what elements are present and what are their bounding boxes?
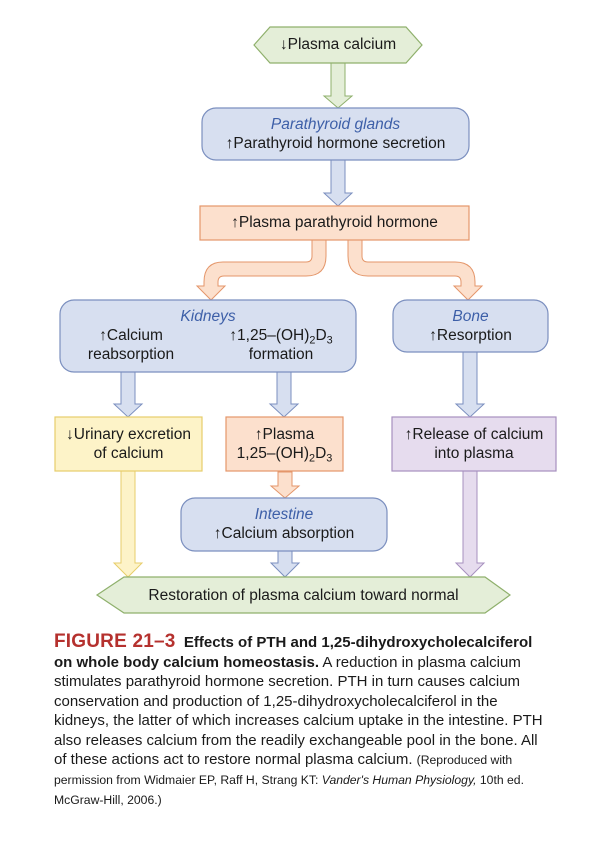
arrow-calcium-to-parathyroid [322,61,354,109]
parathyroid-secretion-text: ↑Parathyroid hormone secretion [225,135,446,152]
node-plasma-calcium: ↓Plasma calcium [254,35,422,54]
figure-caption: FIGURE 21–3 Effects of PTH and 1,25-dihy… [54,632,554,810]
node-intestine-shape [180,497,388,552]
arrow-pth-to-kidneys [195,239,327,301]
node-bone-shape [392,299,549,353]
arrow-release-to-restoration [454,470,486,578]
node-kidneys-organ: Kidneys [60,307,356,326]
organ-parathyroid-glands: Parathyroid glands [270,116,401,133]
node-plasma-d3-shape [225,416,344,472]
node-parathyroid-shape [201,107,470,161]
organ-kidneys: Kidneys [180,308,236,325]
arrow-bone-to-release [454,351,486,418]
intestine-absorption-text: ↑Calcium absorption [213,525,355,542]
figure-title: Effects of PTH and 1,25-dihydroxycholeca… [54,634,533,671]
arrow-kidneys-to-d3 [268,371,300,418]
arrow-urinary-to-restoration [112,470,144,578]
organ-intestine: Intestine [254,506,314,523]
node-urinary: ↓Urinary excretion of calcium [55,425,202,463]
node-release-shape [391,416,557,472]
figure-body: A reduction in plasma calcium stimulates… [54,653,543,769]
organ-bone: Bone [452,308,489,325]
kidneys-reabsorption-line1: ↑Calcium [99,327,163,344]
figure-credit: (Reproduced with permission from Widmaie… [54,753,524,807]
release-line1: ↑Release of calcium [404,426,544,443]
release-line2: into plasma [434,445,514,462]
kidneys-formation-line2: formation [248,346,314,363]
kidneys-formation-line1: ↑1,25–(OH)2D3 [229,327,333,347]
plasma-pth-text: ↑Plasma parathyroid hormone [231,214,438,231]
bone-resorption-text: ↑Resorption [429,327,512,344]
arrow-kidneys-to-urinary [112,371,144,418]
node-plasma-pth: ↑Plasma parathyroid hormone [200,213,469,232]
flowchart [54,26,557,614]
plasma-d3-line1: ↑Plasma [254,426,315,443]
node-intestine: Intestine ↑Calcium absorption [181,505,387,543]
urinary-line2: of calcium [93,445,164,462]
plasma-d3-line2: 1,25–(OH)2D3 [236,445,333,465]
kidneys-formation: ↑1,25–(OH)2D3 formation [210,326,352,364]
kidneys-reabsorption-line2: reabsorption [87,346,175,363]
node-plasma-pth-shape [199,205,470,241]
figure-number: FIGURE 21–3 [54,631,176,652]
arrow-intestine-to-restoration [269,550,301,578]
node-release: ↑Release of calcium into plasma [392,425,556,463]
node-restoration-shape [95,576,512,614]
restoration-text: Restoration of plasma calcium toward nor… [148,587,459,604]
node-plasma-d3: ↑Plasma 1,25–(OH)2D3 [226,425,343,465]
node-urinary-shape [54,416,203,472]
arrow-d3-to-intestine [269,471,301,499]
node-bone: Bone ↑Resorption [393,307,548,345]
node-parathyroid: Parathyroid glands ↑Parathyroid hormone … [202,115,469,153]
node-restoration: Restoration of plasma calcium toward nor… [97,586,510,605]
plasma-calcium-text: ↓Plasma calcium [279,36,397,53]
arrow-pth-to-bone [347,239,484,301]
arrow-parathyroid-to-pth [322,157,354,207]
node-plasma-calcium-shape [253,26,423,64]
node-kidneys-shape [59,299,357,373]
urinary-line1: ↓Urinary excretion [66,426,191,443]
kidneys-reabsorption: ↑Calcium reabsorption [64,326,198,364]
